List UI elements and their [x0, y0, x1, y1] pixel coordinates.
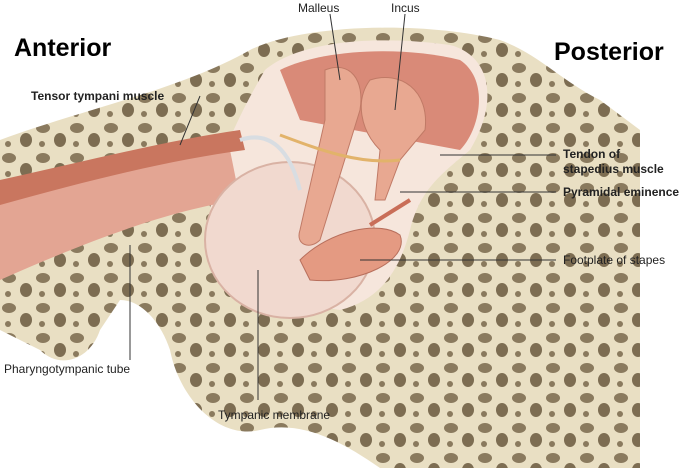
posterior-label: Posterior	[554, 38, 664, 66]
tensor-tympani-muscle-shape	[0, 130, 245, 205]
leader-lines	[129, 13, 556, 400]
malleus-shape	[298, 66, 362, 246]
label-footplate: Footplate of stapes	[563, 253, 666, 267]
tensor-tendon	[239, 135, 302, 191]
label-tympanic-membrane: Tympanic membrane	[218, 408, 331, 422]
stapedius-tendon	[368, 198, 412, 227]
stapes-shape	[299, 227, 402, 282]
chorda-tympani	[279, 133, 401, 163]
label-pharyngotympanic-tube: Pharyngotympanic tube	[4, 362, 131, 376]
label-tendon-stapedius-1: Tendon of	[563, 147, 621, 161]
label-malleus: Malleus	[298, 1, 340, 15]
label-tensor-tympani: Tensor tympani muscle	[31, 89, 165, 103]
anterior-label: Anterior	[14, 34, 112, 62]
incus-shape	[360, 76, 427, 201]
label-pyramidal-eminence: Pyramidal eminence	[563, 185, 680, 199]
label-tendon-stapedius-2: stapedius muscle	[563, 162, 664, 176]
label-incus: Incus	[391, 1, 420, 15]
